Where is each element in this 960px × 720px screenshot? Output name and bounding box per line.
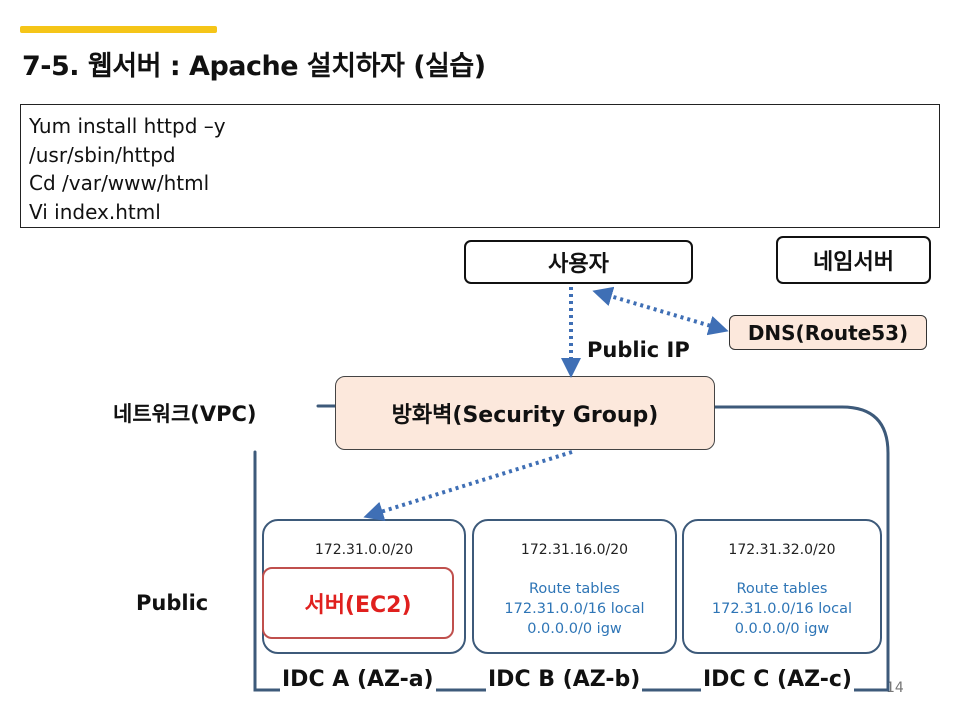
availability-zone-b: 172.31.16.0/20 Route tables 172.31.0.0/1…: [472, 519, 677, 654]
zone-cidr: 172.31.16.0/20: [520, 542, 629, 558]
title-accent-bar: [20, 26, 217, 33]
route-line: 0.0.0.0/0 igw: [734, 621, 830, 637]
route-table: Route tables 172.31.0.0/16 local 0.0.0.0…: [684, 579, 880, 639]
user-node: 사용자: [464, 240, 693, 284]
command-line: Cd /var/www/html: [29, 171, 210, 195]
vpc-label: 네트워크(VPC): [113, 402, 257, 426]
zone-name-c: IDC C (AZ-c): [701, 667, 854, 692]
page-number: 14: [886, 680, 904, 696]
slide-title: 7-5. 웹서버 : Apache 설치하자 (실습): [22, 51, 486, 82]
availability-zone-c: 172.31.32.0/20 Route tables 172.31.0.0/1…: [682, 519, 882, 654]
route-table: Route tables 172.31.0.0/16 local 0.0.0.0…: [474, 579, 675, 639]
zone-cidr: 172.31.32.0/20: [728, 542, 836, 558]
route-line: 172.31.0.0/16 local: [504, 601, 645, 617]
zone-cidr: 172.31.0.0/20: [314, 542, 414, 558]
command-box: Yum install httpd –y /usr/sbin/httpd Cd …: [20, 104, 940, 228]
name-server-node: 네임서버: [776, 236, 931, 284]
command-line: /usr/sbin/httpd: [29, 142, 176, 167]
public-ip-label: Public IP: [587, 338, 690, 362]
public-subnet-label: Public: [136, 591, 209, 615]
zone-name-a: IDC A (AZ-a): [280, 667, 436, 692]
security-group-node: 방화벽(Security Group): [335, 376, 715, 450]
dns-route53-node: DNS(Route53): [729, 315, 927, 350]
command-line: Yum install httpd –y: [29, 114, 226, 138]
route-line: 172.31.0.0/16 local: [711, 601, 853, 617]
command-line: Vi index.html: [29, 199, 161, 224]
ec2-server-node: 서버(EC2): [262, 567, 454, 639]
route-line: Route tables: [736, 581, 828, 597]
zone-name-b: IDC B (AZ-b): [486, 667, 643, 692]
route-line: 0.0.0.0/0 igw: [527, 621, 622, 637]
route-line: Route tables: [529, 581, 620, 597]
